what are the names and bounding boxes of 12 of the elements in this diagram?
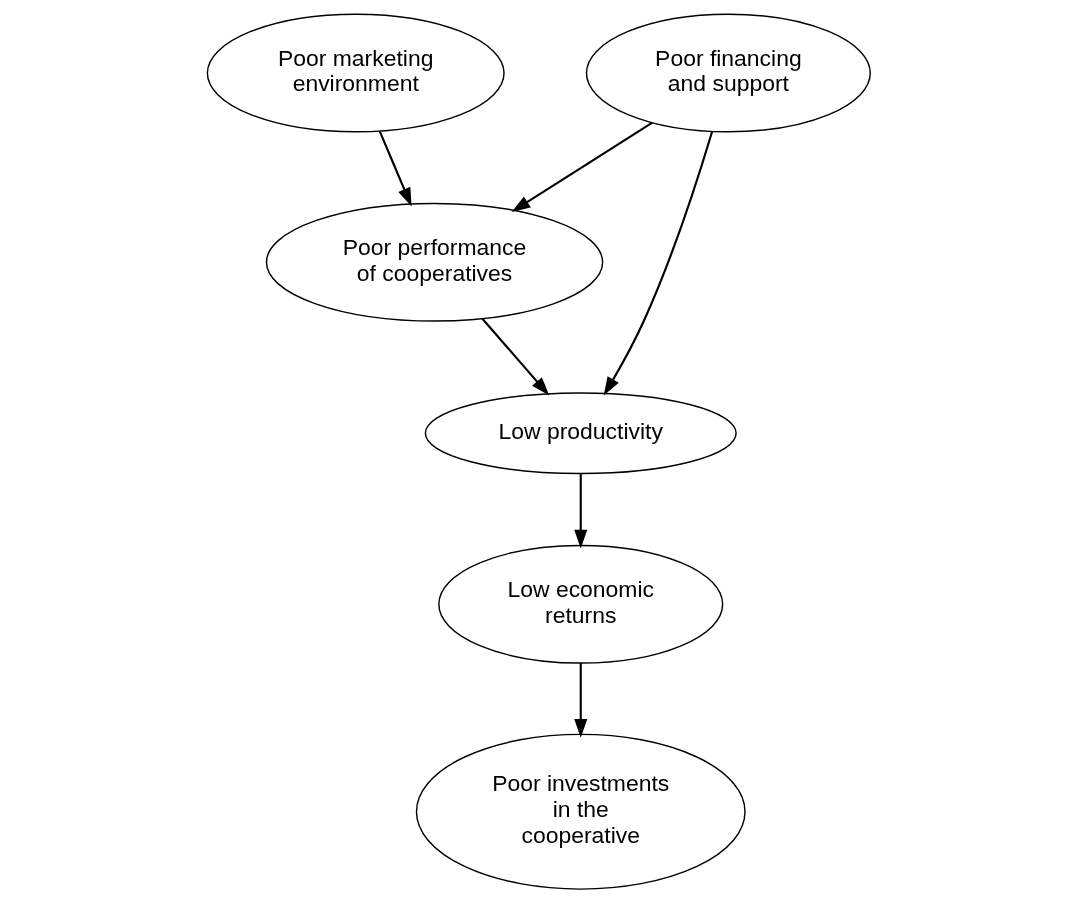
arrow [603,131,714,396]
node-ellipse: Poor financing and support [585,13,871,133]
arrow [511,121,653,212]
node-ellipse: Poor investments in the cooperative [415,733,746,890]
node-ellipse: Low economic returns [438,544,724,664]
arrow [574,474,588,549]
arrow [378,130,412,207]
arrow [481,318,550,396]
node-ellipse: Low productivity [424,392,737,475]
arrow [574,663,588,738]
node-ellipse: Poor marketing environment [206,13,505,133]
node-ellipse: Poor performance of cooperatives [265,202,604,322]
